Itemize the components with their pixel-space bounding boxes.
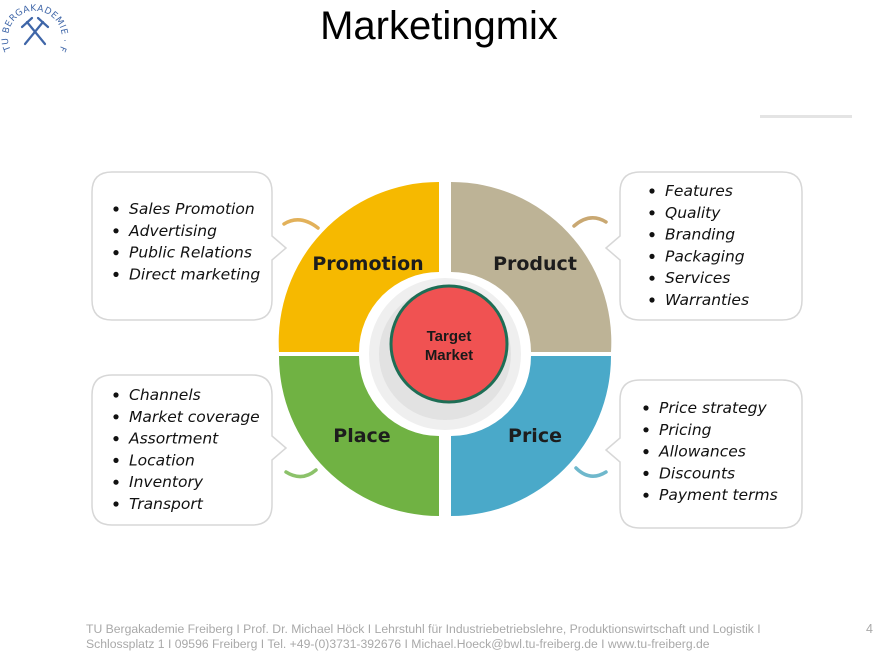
product-list: FeaturesQualityBrandingPackagingServices… — [649, 182, 749, 309]
promotion-box — [91, 171, 288, 321]
price-list-item: Payment terms — [659, 486, 778, 504]
footer: TU Bergakademie Freiberg I Prof. Dr. Mic… — [86, 622, 846, 652]
bullet-icon — [643, 492, 649, 498]
footer-line-2: Schlossplatz 1 I 09596 Freiberg I Tel. +… — [86, 637, 710, 651]
price-list: Price strategyPricingAllowancesDiscounts… — [643, 399, 778, 504]
place-label: Place — [333, 425, 390, 447]
place-list-item: Channels — [129, 386, 201, 404]
arrow-promotion-icon — [282, 218, 320, 230]
bullet-icon — [643, 449, 649, 455]
bullet-icon — [113, 414, 119, 420]
bullet-icon — [113, 501, 119, 507]
arrow-price-icon — [574, 466, 608, 478]
bullet-icon — [649, 253, 655, 259]
price-list-item: Allowances — [658, 443, 746, 461]
promotion-list-item: Advertising — [128, 222, 217, 240]
place-list-item: Transport — [129, 495, 204, 513]
bullet-icon — [113, 206, 119, 212]
price-list-item: Price strategy — [659, 399, 767, 417]
promotion-segment — [278, 181, 439, 352]
place-list-item: Inventory — [129, 473, 204, 491]
place-list-item: Assortment — [128, 430, 219, 448]
product-list-item: Quality — [665, 204, 721, 222]
arrow-place-icon — [284, 468, 318, 479]
bullet-icon — [649, 232, 655, 238]
promotion-list-item: Sales Promotion — [129, 200, 255, 218]
arrow-product-icon — [572, 216, 608, 228]
bullet-icon — [643, 405, 649, 411]
product-box — [604, 171, 803, 321]
promotion-list-item: Public Relations — [129, 244, 252, 262]
product-segment — [451, 181, 612, 352]
page-number: 4 — [866, 622, 873, 636]
bullet-icon — [113, 479, 119, 485]
price-list-item: Discounts — [659, 464, 735, 482]
place-list-item: Location — [129, 451, 195, 469]
product-label: Product — [493, 253, 577, 275]
promotion-list-item: Direct marketing — [129, 265, 260, 283]
price-label: Price — [508, 425, 562, 447]
bullet-icon — [649, 210, 655, 216]
bullet-icon — [649, 275, 655, 281]
product-list-item: Features — [665, 182, 733, 200]
bullet-icon — [113, 392, 119, 398]
bullet-icon — [113, 228, 119, 234]
promotion-label: Promotion — [312, 253, 423, 275]
price-box — [604, 379, 803, 529]
bullet-icon — [113, 271, 119, 277]
place-list-item: Market coverage — [129, 408, 260, 426]
bullet-icon — [643, 427, 649, 433]
bullet-icon — [643, 470, 649, 476]
target-market-circle — [389, 284, 509, 404]
target-market-label-line1: Target — [427, 328, 472, 345]
product-list-item: Packaging — [665, 247, 745, 265]
price-segment — [451, 356, 611, 516]
product-list-item: Branding — [665, 226, 735, 244]
university-logo: TU BERGAKADEMIE · FREIBERG · — [0, 0, 69, 54]
hammer-and-pick-icon — [20, 16, 50, 46]
bullet-icon — [113, 250, 119, 256]
bullet-icon — [113, 436, 119, 442]
product-list-item: Services — [665, 269, 730, 287]
divider — [760, 115, 852, 118]
place-segment — [279, 356, 439, 516]
footer-line-1: TU Bergakademie Freiberg I Prof. Dr. Mic… — [86, 622, 761, 636]
bullet-icon — [649, 297, 655, 303]
place-box — [91, 374, 288, 526]
price-list-item: Pricing — [659, 421, 712, 439]
slide-title: Marketingmix — [320, 4, 558, 48]
bullet-icon — [649, 188, 655, 194]
target-market-label-line2: Market — [425, 347, 473, 364]
product-list-item: Warranties — [665, 291, 749, 309]
bullet-icon — [113, 457, 119, 463]
